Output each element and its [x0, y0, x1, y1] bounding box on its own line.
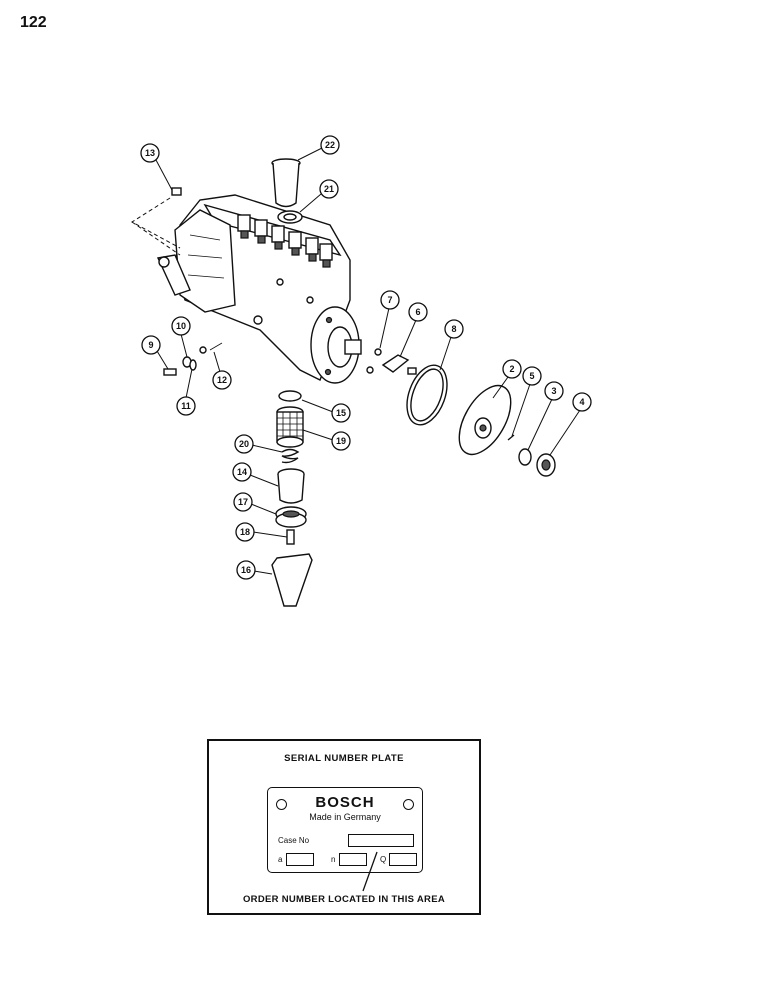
- svg-text:7: 7: [387, 295, 392, 305]
- part-20-spring: [281, 448, 300, 464]
- callout-12: 12: [212, 370, 232, 390]
- callout-6: 6: [408, 302, 428, 322]
- callout-18: 18: [235, 522, 255, 542]
- svg-text:22: 22: [325, 140, 335, 150]
- part-18-stud: [286, 529, 295, 545]
- plate-letter-q: Q: [380, 855, 387, 864]
- svg-text:5: 5: [529, 371, 534, 381]
- callout-3: 3: [544, 381, 564, 401]
- part-3-washer: [518, 448, 532, 466]
- callout-13: 13: [140, 143, 160, 163]
- part-13-screw: [171, 187, 182, 196]
- part-2-cover-plate: [458, 384, 512, 456]
- part-7-ball: [374, 348, 382, 356]
- svg-text:11: 11: [181, 401, 191, 411]
- plate-case-no-label: Case No: [278, 836, 310, 845]
- serial-number-plate-inset: SERIAL NUMBER PLATE BOSCH Made in German…: [207, 739, 481, 915]
- injection-pump-body: [156, 194, 362, 384]
- svg-text:3: 3: [551, 386, 556, 396]
- svg-text:4: 4: [579, 397, 584, 407]
- order-number-pointer: [362, 851, 378, 892]
- svg-text:20: 20: [239, 439, 249, 449]
- plate-field-a: [286, 853, 314, 866]
- plate-field-q: [389, 853, 417, 866]
- callout-14: 14: [232, 462, 252, 482]
- serial-plate-title: SERIAL NUMBER PLATE: [284, 753, 404, 764]
- plate-case-no-field: [348, 834, 414, 847]
- plate-rivet-hole-right: [403, 799, 414, 810]
- part-11-clip: [189, 359, 197, 371]
- callout-21: 21: [319, 179, 339, 199]
- part-9-bolt: [163, 368, 177, 376]
- svg-text:19: 19: [336, 436, 346, 446]
- callout-5: 5: [522, 366, 542, 386]
- callout-10: 10: [171, 316, 191, 336]
- svg-text:21: 21: [324, 184, 334, 194]
- part-17-ring-nut: [275, 506, 307, 528]
- svg-text:14: 14: [237, 467, 247, 477]
- bosch-plate: BOSCH Made in Germany Case No a n Q: [267, 787, 423, 873]
- plate-rivet-hole-left: [276, 799, 287, 810]
- plate-letter-n: n: [331, 855, 336, 864]
- callout-22: 22: [320, 135, 340, 155]
- callout-8: 8: [444, 319, 464, 339]
- part-6-plate: [381, 354, 410, 373]
- svg-text:18: 18: [240, 527, 250, 537]
- svg-text:10: 10: [176, 321, 186, 331]
- plate-brand: BOSCH: [315, 794, 375, 811]
- callout-20: 20: [234, 434, 254, 454]
- plate-field-n: [339, 853, 367, 866]
- svg-text:17: 17: [238, 497, 248, 507]
- svg-text:13: 13: [145, 148, 155, 158]
- exploded-parts-diagram: 13 22 21 10 9 11 12 7 6 8 2 5 3 4 15 19 …: [131, 135, 592, 607]
- part-22-cap: [271, 158, 301, 208]
- callout-2: 2: [502, 359, 522, 379]
- page-number: 122: [20, 14, 47, 31]
- svg-text:12: 12: [217, 375, 227, 385]
- callout-4: 4: [572, 392, 592, 412]
- plate-origin: Made in Germany: [309, 812, 381, 822]
- part-14-bowl: [277, 468, 305, 504]
- svg-text:8: 8: [451, 324, 456, 334]
- svg-text:16: 16: [241, 565, 251, 575]
- plate-letter-a: a: [278, 855, 283, 864]
- order-number-note: ORDER NUMBER LOCATED IN THIS AREA: [242, 894, 445, 905]
- callout-16: 16: [236, 560, 256, 580]
- part-12-pin: [209, 342, 223, 351]
- part-4-nut: [536, 453, 556, 477]
- svg-text:2: 2: [509, 364, 514, 374]
- part-19-filter-element: [276, 406, 304, 448]
- callout-7: 7: [380, 290, 400, 310]
- svg-text:9: 9: [148, 340, 153, 350]
- callout-15: 15: [331, 403, 351, 423]
- callout-19: 19: [331, 431, 351, 451]
- callout-17: 17: [233, 492, 253, 512]
- part-5-key: [507, 434, 515, 441]
- part-15-gasket: [278, 390, 302, 402]
- svg-text:6: 6: [415, 307, 420, 317]
- callout-9: 9: [141, 335, 161, 355]
- part-10-seal: [199, 346, 207, 354]
- part-16-clamp: [271, 553, 313, 607]
- callout-11: 11: [176, 396, 196, 416]
- svg-text:15: 15: [336, 408, 346, 418]
